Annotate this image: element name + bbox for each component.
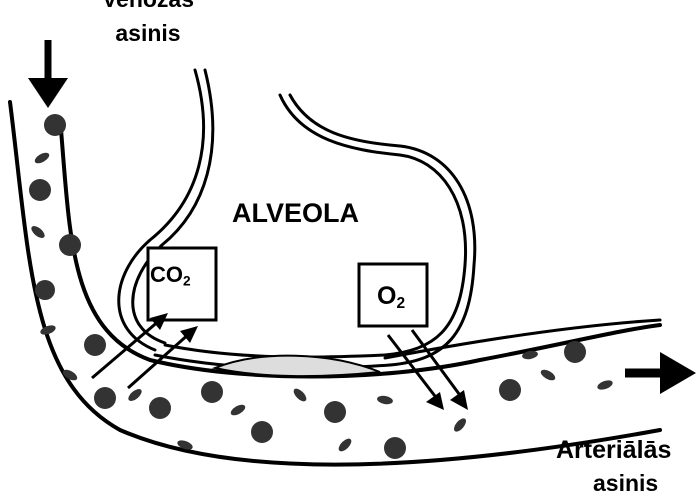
blood-cell <box>564 341 586 363</box>
venous-inflow-arrow-head <box>28 78 68 108</box>
co2-label-subscript: 2 <box>183 273 191 288</box>
blood-cell <box>452 416 468 433</box>
alveola-label: ALVEOLA <box>232 198 359 229</box>
blood-cells <box>29 114 614 459</box>
blood-cell <box>29 224 46 240</box>
arterial-blood-label: Arteriālās <box>556 436 671 465</box>
venous-blood-label: Venozās <box>78 0 218 12</box>
blood-cell <box>35 280 55 300</box>
blood-cell <box>251 421 273 443</box>
blood-cell <box>229 403 247 418</box>
blood-cell <box>539 368 557 383</box>
blood-cell <box>292 387 309 404</box>
blood-cell <box>44 114 66 136</box>
blood-cell <box>324 401 346 423</box>
interstitial-layer <box>215 356 380 376</box>
o2-label-subscript: 2 <box>396 295 405 312</box>
blood-cell <box>337 437 354 454</box>
blood-cell <box>59 234 81 256</box>
o2-label-main: O <box>377 282 396 310</box>
blood-cell <box>84 334 106 356</box>
co2-label-main: CO <box>150 262 183 287</box>
blood-cell <box>126 387 143 403</box>
blood-cell <box>499 379 521 401</box>
blood-cell <box>376 395 393 406</box>
blood-cell <box>94 387 116 409</box>
arterial-blood-label-line2: asinis <box>593 470 658 497</box>
arterial-outflow-arrow-head <box>660 352 696 394</box>
co2-label: CO2 <box>150 262 191 288</box>
venous-blood-label-line2: asinis <box>78 20 218 46</box>
blood-cell <box>29 179 51 201</box>
blood-cell <box>149 397 171 419</box>
o2-label: O2 <box>377 282 405 313</box>
blood-cell <box>384 437 406 459</box>
blood-cell <box>596 379 614 392</box>
blood-cell <box>201 381 223 403</box>
blood-cell <box>33 151 51 166</box>
